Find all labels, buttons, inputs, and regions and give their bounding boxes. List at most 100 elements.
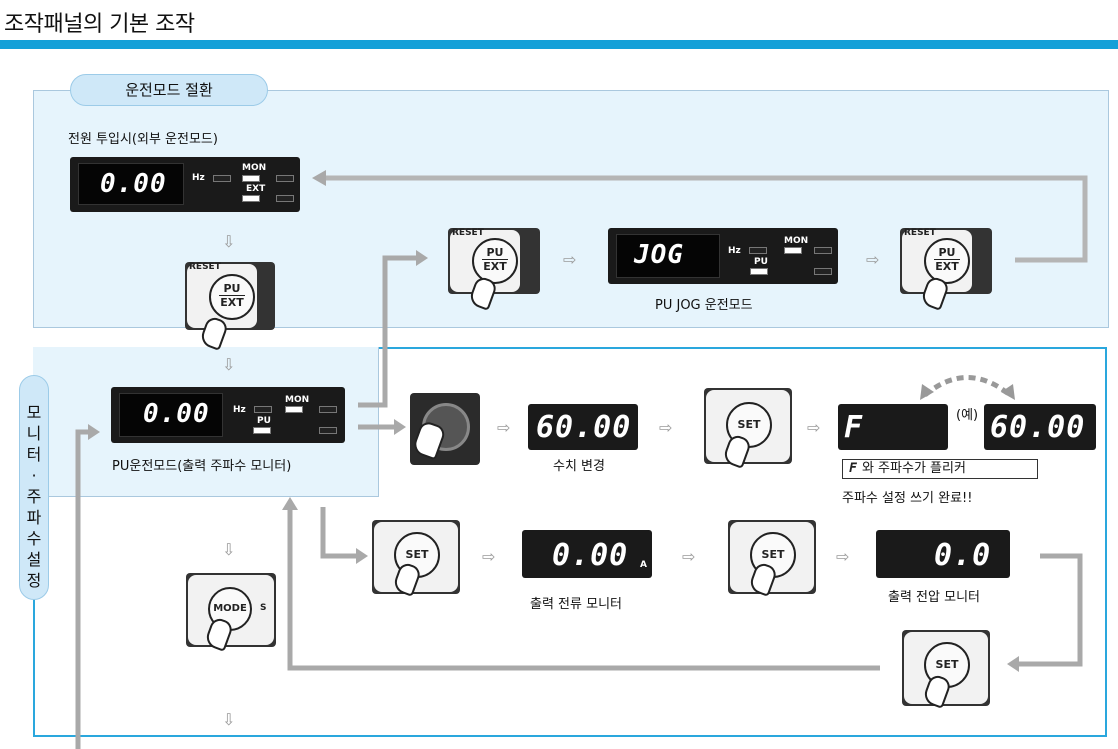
arrow-down-2: ⇩ [222, 355, 236, 374]
pu-ext-circle-2[interactable]: PU EXT [472, 238, 518, 284]
flicker-arrow [923, 375, 1012, 397]
led-mon [285, 406, 303, 413]
mode-label: MODE [213, 603, 247, 614]
section-mode-switch-label: 운전모드 절환 [70, 74, 268, 106]
arrowhead-set-current [356, 548, 368, 564]
display-ext-mode: 0.00 Hz MON EXT [70, 157, 300, 212]
display-pu-value: 0.00 [143, 399, 210, 429]
arrow-right-4: ⇨ [659, 418, 673, 437]
display-jog-value: JOG [634, 240, 684, 270]
display-current: 0.00 A [522, 530, 652, 578]
pu-ext-button-2[interactable]: RESET PU EXT [448, 228, 540, 311]
led-right-2 [276, 195, 294, 202]
reset-label-3: RESET [904, 228, 936, 238]
pu-label-2: PU [486, 246, 504, 259]
pu-jog-label: PU JOG 운전모드 [655, 298, 753, 313]
led-hz [749, 247, 767, 254]
led-right-2 [319, 427, 337, 434]
display-pu-mon: MON [285, 395, 310, 405]
value-change-label: 수치 변경 [553, 459, 605, 474]
set-label-2: SET [405, 548, 429, 561]
page-title: 조작패널의 기본 조작 [4, 12, 195, 37]
display-jog-mon: MON [784, 236, 809, 246]
arrow-right-6: ⇨ [482, 547, 496, 566]
display-set-value: 60.00 [528, 404, 638, 450]
display-jog-mode: JOG Hz MON PU [608, 228, 838, 284]
display-pu-mode: 0.00 Hz MON PU [111, 387, 345, 443]
arrow-right-2: ⇨ [866, 250, 880, 269]
pu-ext-button-1[interactable]: RESET PU EXT [185, 262, 275, 351]
return-line-top [320, 175, 1088, 263]
display-ext-unit: Hz [192, 173, 205, 183]
led-right-1 [276, 175, 294, 182]
arrowhead-jog [416, 250, 428, 266]
arrow-right-5: ⇨ [807, 418, 821, 437]
set-button-current[interactable]: SET [372, 520, 460, 597]
set-label-1: SET [737, 418, 761, 431]
display-flick-f-value: F [844, 410, 864, 445]
mode-button[interactable]: MODE S [186, 573, 276, 652]
arrow-right-7: ⇨ [682, 547, 696, 566]
display-set1-value: 60.00 [536, 410, 632, 445]
arrow-right-8: ⇨ [836, 547, 850, 566]
output-current-label: 출력 전류 모니터 [530, 597, 622, 612]
ext-label-2: EXT [482, 259, 508, 273]
line-to-jog [358, 255, 420, 408]
pu-ext-circle-1[interactable]: PU EXT [209, 274, 255, 320]
pu-ext-button-3[interactable]: RESET PU EXT [900, 228, 992, 311]
power-on-label: 전원 투입시(외부 운전모드) [68, 132, 218, 147]
display-ext-mon: MON [242, 163, 267, 173]
pu-label-1: PU [223, 282, 241, 295]
set-circle-1[interactable]: SET [726, 402, 772, 448]
output-voltage-label: 출력 전압 모니터 [888, 590, 980, 605]
led-right-2 [814, 268, 832, 275]
led-hz [213, 175, 231, 182]
led-right-1 [319, 406, 337, 413]
set-button-1[interactable]: SET [704, 388, 792, 469]
pu-ext-circle-3[interactable]: PU EXT [924, 238, 970, 284]
title-accent-bar [0, 40, 1118, 49]
display-pu-pu: PU [257, 416, 271, 426]
left-return-line [75, 429, 94, 749]
led-mon [784, 247, 802, 254]
flicker-glyph: F [849, 461, 858, 476]
arrowhead-bottom-set [1007, 656, 1019, 672]
example-label: (예) [956, 408, 979, 423]
return-loop-bottom [287, 505, 880, 671]
pu-label-3: PU [938, 246, 956, 259]
arrow-down-4: ⇩ [222, 710, 236, 729]
line-to-set-current [320, 507, 360, 559]
setting-dial[interactable] [410, 393, 480, 465]
pu-mode-label: PU운전모드(출력 주파수 모니터) [112, 459, 292, 474]
display-ext-ext: EXT [246, 184, 266, 194]
section-monitor-label: 모 니 터 · 주 파 수 설 정 [19, 375, 49, 600]
led-right-1 [814, 247, 832, 254]
arrow-down-3: ⇩ [222, 540, 236, 559]
display-current-value: 0.00 [552, 538, 629, 573]
arrowhead-left [88, 424, 100, 440]
set-button-voltage[interactable]: SET [728, 520, 816, 597]
display-flick-val-value: 60.00 [990, 410, 1086, 445]
display-ext-value: 0.00 [100, 169, 167, 199]
flicker-text: 와 주파수가 플리커 [861, 461, 966, 476]
set-button-bottom[interactable]: SET [902, 630, 990, 709]
led-mon [242, 175, 260, 182]
s-label: S [260, 603, 267, 613]
display-flicker-f: F [838, 404, 948, 450]
set-label-4: SET [935, 658, 959, 671]
ext-label-3: EXT [934, 259, 960, 273]
arrow-down-1: ⇩ [222, 232, 236, 251]
display-voltage-value: 0.0 [934, 538, 992, 573]
arrow-right-3: ⇨ [497, 418, 511, 437]
display-jog-unit: Hz [728, 246, 741, 256]
display-current-unit: A [640, 560, 647, 570]
set-label-3: SET [761, 548, 785, 561]
display-pu-unit: Hz [233, 405, 246, 415]
write-complete-label: 주파수 설정 쓰기 완료!! [842, 491, 973, 506]
arrow-right-1: ⇨ [563, 250, 577, 269]
arrowhead-dial [394, 419, 406, 435]
reset-label-2: RESET [452, 228, 484, 238]
display-voltage: 0.0 [876, 530, 1010, 578]
led-hz [254, 406, 272, 413]
